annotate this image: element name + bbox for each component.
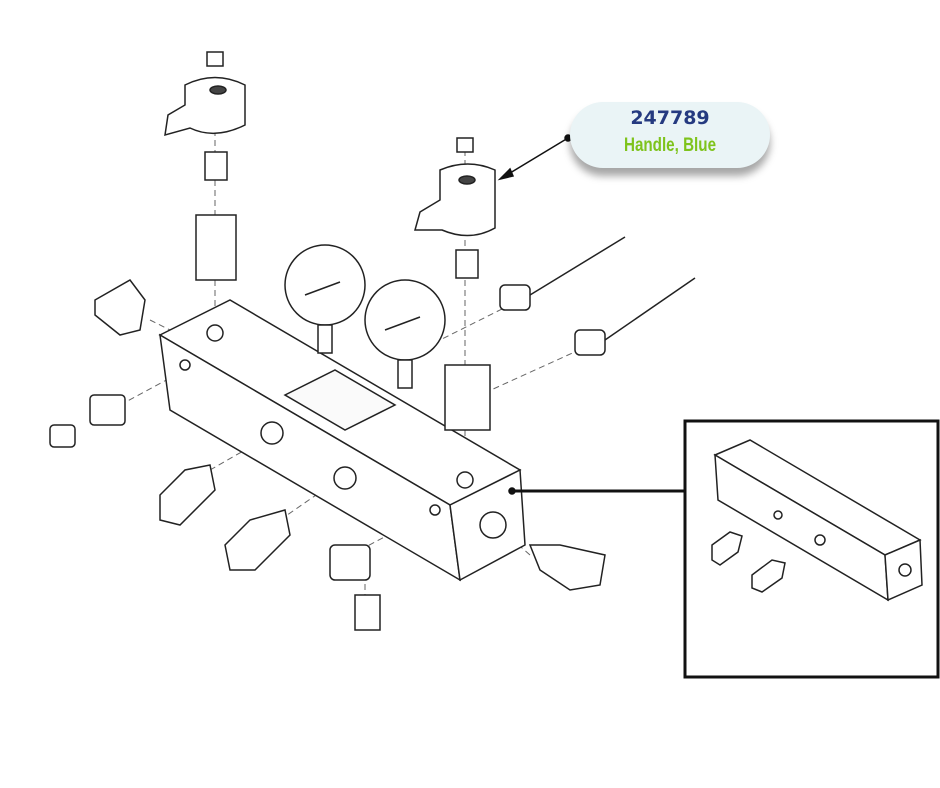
callout-arrow [497,134,572,181]
part-description: Handle, Blue [623,135,717,156]
detail-inset [683,419,940,679]
part-callout: 247789 Handle, Blue [570,102,770,168]
fittings [49,279,606,631]
pressure-gauges [284,244,446,389]
handle-blue [414,137,496,431]
handle-left [164,51,246,281]
part-number: 247789 [630,107,710,129]
sensor-probes [499,236,696,356]
detail-leader [508,487,685,495]
manifold-block [158,299,526,582]
